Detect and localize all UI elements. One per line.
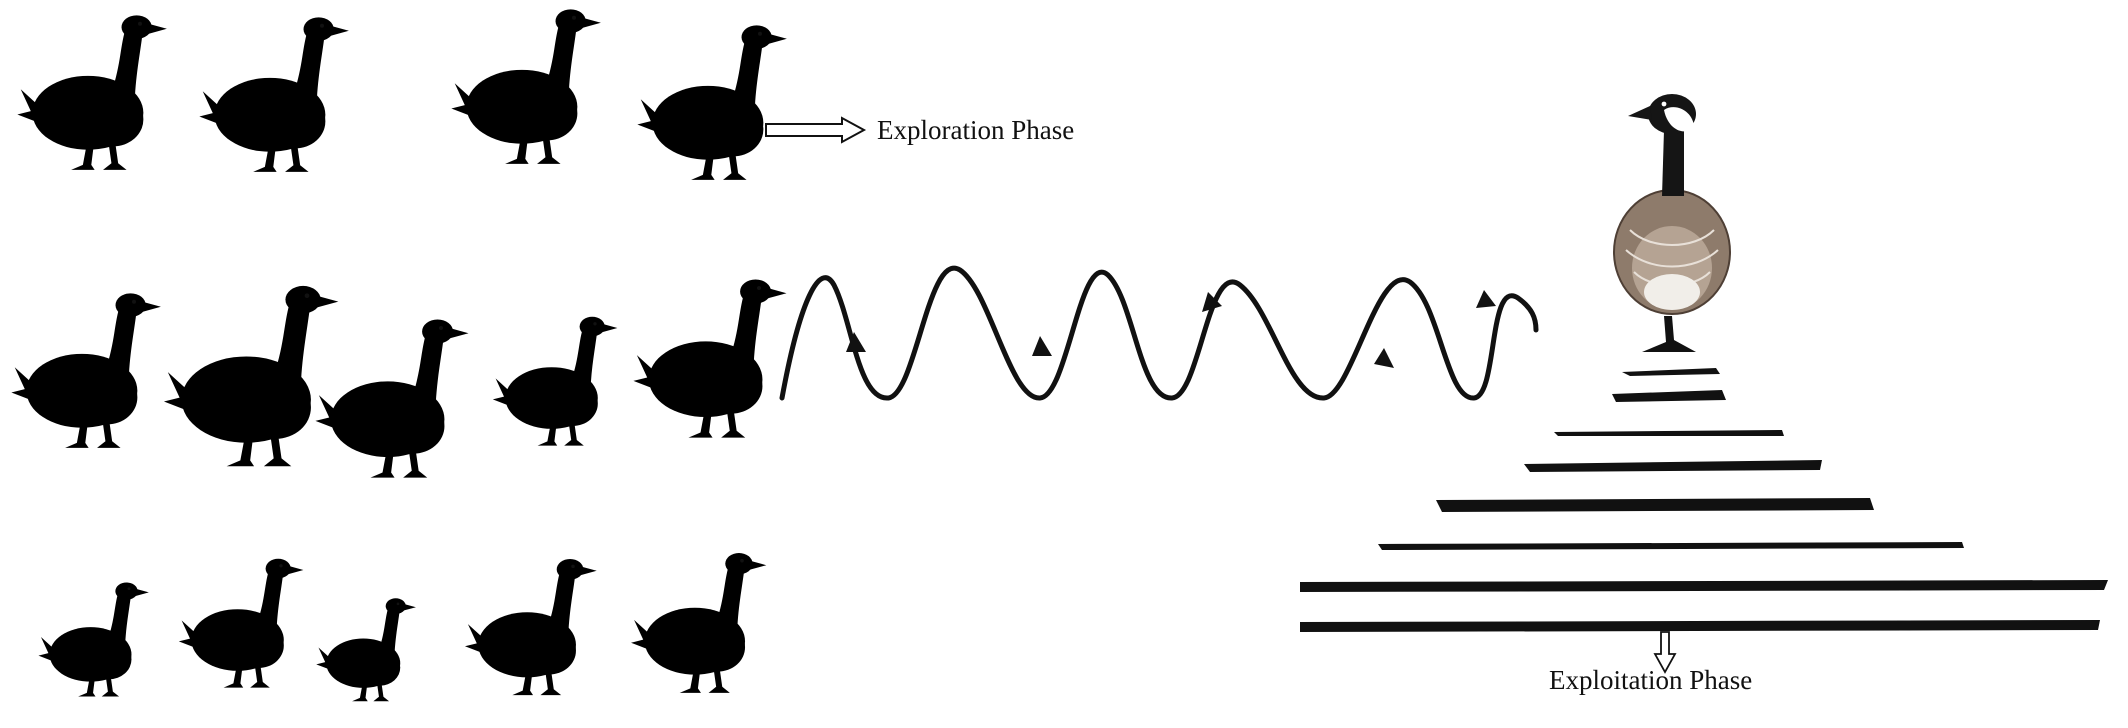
goose-small-brown-icon xyxy=(38,582,149,697)
leader-goose-icon xyxy=(1613,94,1731,352)
goose-green-neck-icon xyxy=(178,558,304,688)
exploitation-pyramid xyxy=(1300,368,2108,632)
goose-canada-icon xyxy=(637,25,787,180)
wave-arrowhead-icon xyxy=(1374,348,1394,368)
exploitation-arrow xyxy=(1653,631,1677,674)
goose-canada-large-icon xyxy=(163,285,339,467)
goose-small-white-icon xyxy=(492,316,618,446)
exploration-wave-path xyxy=(779,265,1539,401)
goose-green-neck-icon xyxy=(451,9,601,164)
wave-arrowhead-icon xyxy=(846,332,866,352)
goose-canada-large-icon xyxy=(315,319,469,478)
exploration-phase-label: Exploration Phase xyxy=(877,115,1075,145)
goose-small-brown-icon xyxy=(316,598,416,702)
exploration-arrow xyxy=(765,116,867,144)
flock xyxy=(11,9,787,702)
wave-arrowhead-icon xyxy=(1476,290,1496,308)
exploitation-phase-label: Exploitation Phase xyxy=(1549,665,1753,695)
goose-white-icon xyxy=(17,15,167,170)
wave-arrowhead-icon xyxy=(1202,292,1222,312)
wave-arrowhead-icon xyxy=(1032,336,1052,356)
goose-white-icon xyxy=(199,17,349,172)
goose-brown-neck-icon xyxy=(633,279,787,438)
goose-green-neck-icon xyxy=(464,558,597,696)
goose-canada-icon xyxy=(631,553,767,693)
goose-white-icon xyxy=(11,293,161,448)
